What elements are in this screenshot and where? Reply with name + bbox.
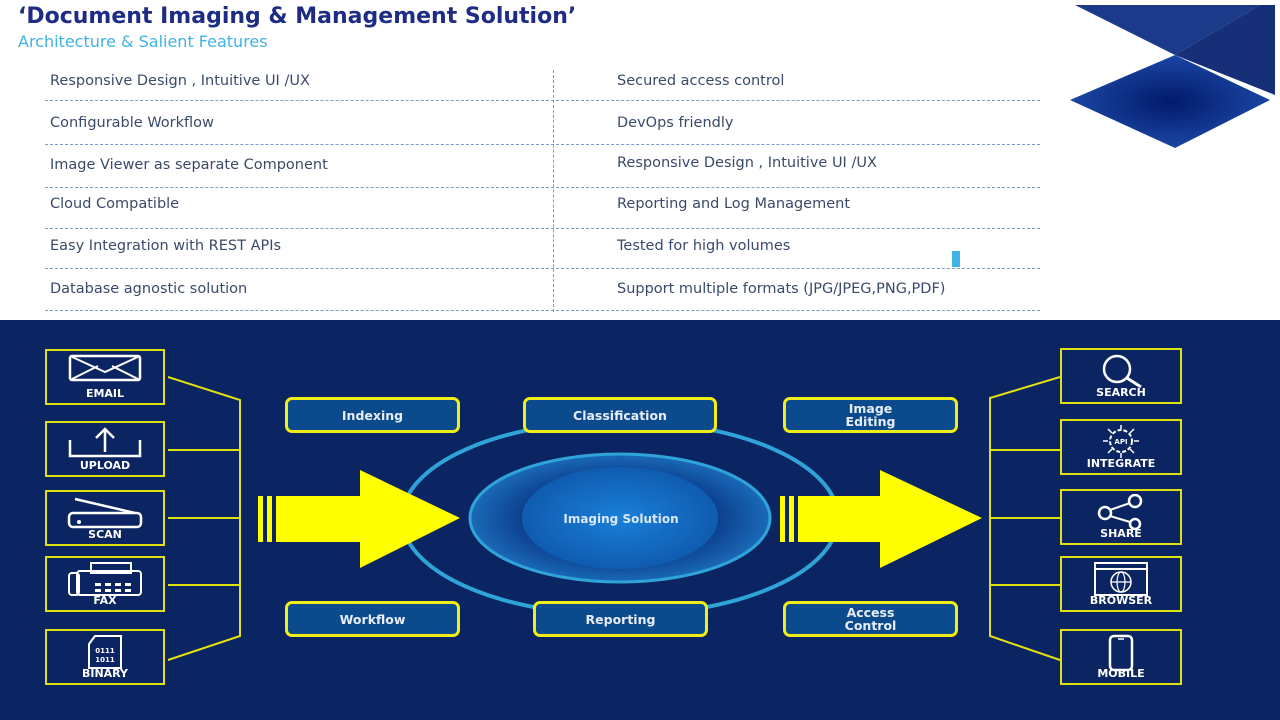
binary-text: 1011 — [95, 656, 115, 664]
module-access-control: Access Control — [783, 601, 958, 637]
cursor-marker — [952, 251, 960, 267]
page-subtitle: Architecture & Salient Features — [18, 32, 268, 51]
input-label: BINARY — [81, 667, 129, 680]
row-divider — [45, 187, 1040, 188]
search-icon — [1102, 354, 1142, 389]
column-divider — [553, 70, 554, 312]
feature-left-5: Easy Integration with REST APIs — [50, 238, 282, 254]
mobile-phone-icon — [1108, 634, 1134, 672]
envelope-icon — [68, 354, 142, 382]
row-divider — [45, 144, 1040, 145]
input-fax: FAX — [45, 556, 165, 612]
output-label: SHARE — [1100, 527, 1142, 540]
module-reporting: Reporting — [533, 601, 708, 637]
module-image-editing: Image Editing — [783, 397, 958, 433]
upload-icon — [68, 427, 142, 458]
row-divider — [45, 268, 1040, 269]
input-email: EMAIL — [45, 349, 165, 405]
feature-left-6: Database agnostic solution — [50, 281, 248, 297]
row-divider — [45, 100, 1040, 101]
feature-left-1: Responsive Design , Intuitive UI /UX — [50, 73, 310, 89]
input-label: UPLOAD — [79, 459, 131, 472]
output-mobile: MOBILE — [1060, 629, 1182, 685]
output-browser: BROWSER — [1060, 556, 1182, 612]
core-label: Imaging Solution — [563, 511, 679, 526]
api-gear-icon: API — [1103, 425, 1139, 458]
feature-right-3: Responsive Design , Intuitive UI /UX — [617, 155, 877, 171]
api-text: API — [1114, 438, 1127, 446]
output-connectors — [989, 376, 1061, 661]
input-connectors — [167, 376, 241, 661]
binary-text: 0111 — [95, 647, 115, 655]
output-label: MOBILE — [1097, 667, 1145, 680]
corner-decoration — [1070, 5, 1275, 148]
core-circle — [522, 467, 718, 569]
feature-left-2: Configurable Workflow — [50, 115, 214, 131]
module-workflow: Workflow — [285, 601, 460, 637]
fax-icon — [68, 562, 142, 596]
output-share: SHARE — [1060, 489, 1182, 545]
feature-right-4: Reporting and Log Management — [617, 196, 851, 212]
row-divider — [45, 228, 1040, 229]
output-label: INTEGRATE — [1086, 457, 1156, 470]
page-title: ‘Document Imaging & Management Solution’ — [18, 4, 577, 29]
output-integrate: API INTEGRATE — [1060, 419, 1182, 475]
input-label: SCAN — [88, 528, 122, 541]
module-classification: Classification — [523, 397, 717, 433]
diagram-graphics — [167, 376, 1061, 661]
output-label: SEARCH — [1096, 386, 1146, 399]
feature-right-2: DevOps friendly — [617, 115, 734, 131]
output-label: BROWSER — [1089, 594, 1153, 607]
input-label: FAX — [93, 594, 117, 607]
feature-left-4: Cloud Compatible — [50, 196, 180, 212]
share-icon — [1097, 494, 1143, 530]
feature-left-3: Image Viewer as separate Component — [50, 157, 328, 173]
feature-right-5: Tested for high volumes — [617, 238, 791, 254]
row-divider — [45, 310, 1040, 311]
scanner-icon — [67, 497, 143, 529]
input-upload: UPLOAD — [45, 421, 165, 477]
output-search: SEARCH — [1060, 348, 1182, 404]
browser-globe-icon — [1094, 562, 1148, 596]
module-indexing: Indexing — [285, 397, 460, 433]
input-scan: SCAN — [45, 490, 165, 546]
input-label: EMAIL — [85, 387, 125, 400]
feature-right-6: Support multiple formats (JPG/JPEG,PNG,P… — [617, 281, 946, 297]
output-arrow — [780, 470, 982, 568]
input-arrow — [258, 470, 460, 568]
feature-right-1: Secured access control — [617, 73, 785, 89]
